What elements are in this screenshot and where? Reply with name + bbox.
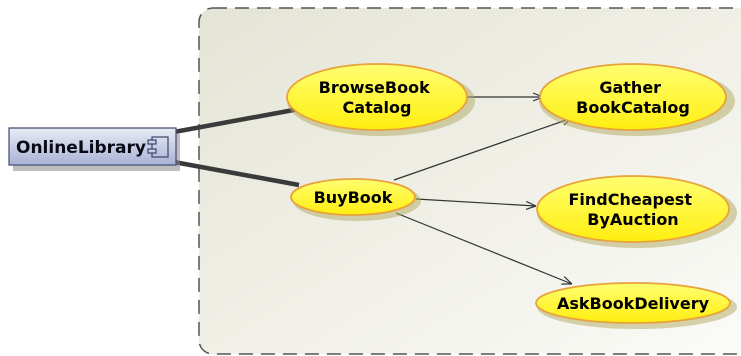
use-case-find-cheapest-by-auction[interactable]: FindCheapest ByAuction (536, 175, 737, 248)
association-online-library-buy-book (173, 159, 300, 188)
component-icon (147, 136, 169, 158)
use-case-buy-book[interactable]: BuyBook (290, 178, 421, 221)
association-online-library-browse-book-catalog (173, 106, 300, 135)
dependency-buy-to-find-cheapest (415, 198, 536, 206)
dependency-buy-to-ask-delivery (395, 212, 572, 284)
use-case-label: BrowseBook Catalog (319, 78, 436, 117)
component-label: OnlineLibrary (16, 138, 146, 158)
use-case-ask-book-delivery[interactable]: AskBookDelivery (535, 282, 737, 329)
use-case-label: BuyBook (314, 188, 393, 207)
use-case-browse-book-catalog[interactable]: BrowseBook Catalog (286, 63, 475, 136)
use-case-label: FindCheapest ByAuction (568, 190, 697, 229)
online-library-component[interactable]: OnlineLibrary (8, 127, 180, 171)
use-case-gather-book-catalog[interactable]: Gather BookCatalog (539, 63, 735, 136)
use-case-label: AskBookDelivery (557, 294, 710, 313)
use-case-label: Gather BookCatalog (576, 78, 690, 117)
dependency-buy-to-gather (393, 118, 572, 181)
